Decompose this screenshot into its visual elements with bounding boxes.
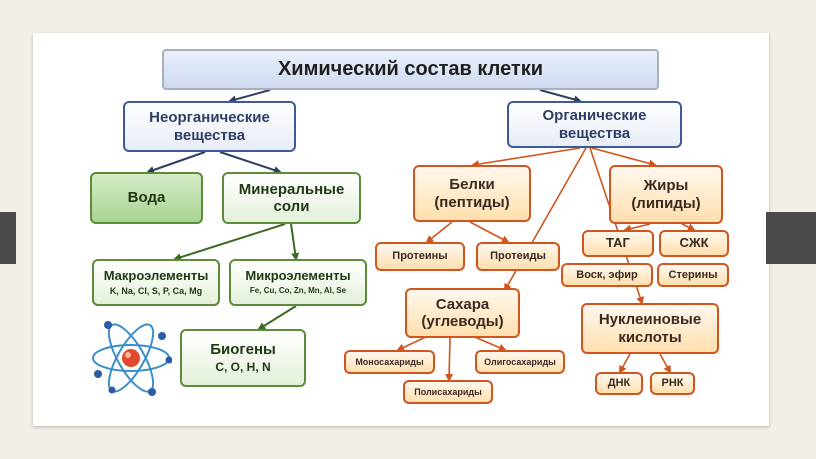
- arrow-to-organic: [539, 89, 582, 104]
- arrow-to-biogens: [257, 305, 297, 331]
- biogens-title: Биогены: [210, 341, 276, 359]
- micro-elements: Fe, Cu, Co, Zn, Mn, Al, Se: [249, 286, 347, 296]
- organic-line1: Органические: [542, 107, 647, 125]
- inorganic-line1: Неорганические: [149, 109, 270, 127]
- tag-node: ТАГ: [582, 230, 654, 257]
- poly-node: Полисахариды: [403, 380, 493, 404]
- sugars-line1: Сахара: [435, 295, 490, 313]
- oligo-node: Олигосахариды: [475, 350, 565, 374]
- minerals-line2: соли: [273, 198, 310, 215]
- proteins-node: Белки (пептиды): [413, 165, 531, 222]
- proteins-simple-node: Протеины: [375, 242, 465, 271]
- macro-node: Макроэлементы K, Na, Cl, S, P, Ca, Mg: [92, 259, 220, 306]
- biogens-elements: C, O, H, N: [215, 359, 271, 374]
- organic-node: Органические вещества: [507, 101, 682, 148]
- arrow-to-proteins-simple: [425, 221, 453, 244]
- inorganic-node: Неорганические вещества: [123, 101, 296, 152]
- arrow-to-proteins-complex: [469, 221, 510, 243]
- minerals-node: Минеральные соли: [222, 172, 361, 224]
- sugars-line2: (углеводы): [421, 313, 504, 330]
- proteins-line2: (пептиды): [434, 193, 510, 211]
- arrow-to-micro: [290, 223, 300, 261]
- arrow-to-rna: [659, 353, 671, 374]
- arrow-to-szhk: [681, 223, 696, 231]
- nucleic-line2: кислоты: [618, 328, 682, 346]
- minerals-line1: Минеральные: [238, 180, 345, 198]
- arrow-to-fats: [591, 147, 657, 168]
- diagram-title: Химический состав клетки: [162, 49, 659, 90]
- rna-node: РНК: [650, 372, 695, 395]
- right-tab-decoration: [766, 212, 816, 264]
- micro-node: Микроэлементы Fe, Cu, Co, Zn, Mn, Al, Se: [229, 259, 367, 306]
- arrow-to-dna: [619, 353, 631, 374]
- dna-node: ДНК: [595, 372, 643, 395]
- nucleic-line1: Нуклеиновые: [598, 311, 702, 329]
- sterols-node: Стерины: [657, 263, 729, 287]
- arrow-to-proteins: [471, 147, 581, 169]
- left-tab-decoration: [0, 212, 16, 264]
- biogens-node: Биогены C, O, H, N: [180, 329, 306, 387]
- arrow-to-poly: [445, 337, 454, 382]
- arrow-to-macro: [173, 223, 286, 261]
- proteins-complex-node: Протеиды: [476, 242, 560, 271]
- atom-icon: [92, 321, 172, 396]
- fats-line2: (липиды): [631, 194, 701, 212]
- szhk-node: СЖК: [659, 230, 729, 257]
- proteins-line1: Белки: [449, 176, 495, 194]
- micro-title: Микроэлементы: [245, 268, 351, 284]
- arrow-to-tag: [623, 223, 651, 233]
- arrow-to-water: [146, 151, 206, 174]
- wax-node: Воск, эфир: [561, 263, 653, 287]
- fats-node: Жиры (липиды): [609, 165, 723, 224]
- water-node: Вода: [90, 172, 203, 224]
- nucleic-node: Нуклеиновые кислоты: [581, 303, 719, 354]
- arrow-to-inorganic: [228, 89, 271, 104]
- macro-title: Макроэлементы: [103, 267, 209, 283]
- inorganic-line2: вещества: [173, 126, 246, 144]
- macro-elements: K, Na, Cl, S, P, Ca, Mg: [109, 285, 203, 296]
- organic-line2: вещества: [558, 124, 631, 142]
- arrow-to-minerals: [219, 151, 282, 174]
- fats-line1: Жиры: [643, 177, 689, 195]
- mono-node: Моносахариды: [344, 350, 435, 374]
- sugars-node: Сахара (углеводы): [405, 288, 520, 338]
